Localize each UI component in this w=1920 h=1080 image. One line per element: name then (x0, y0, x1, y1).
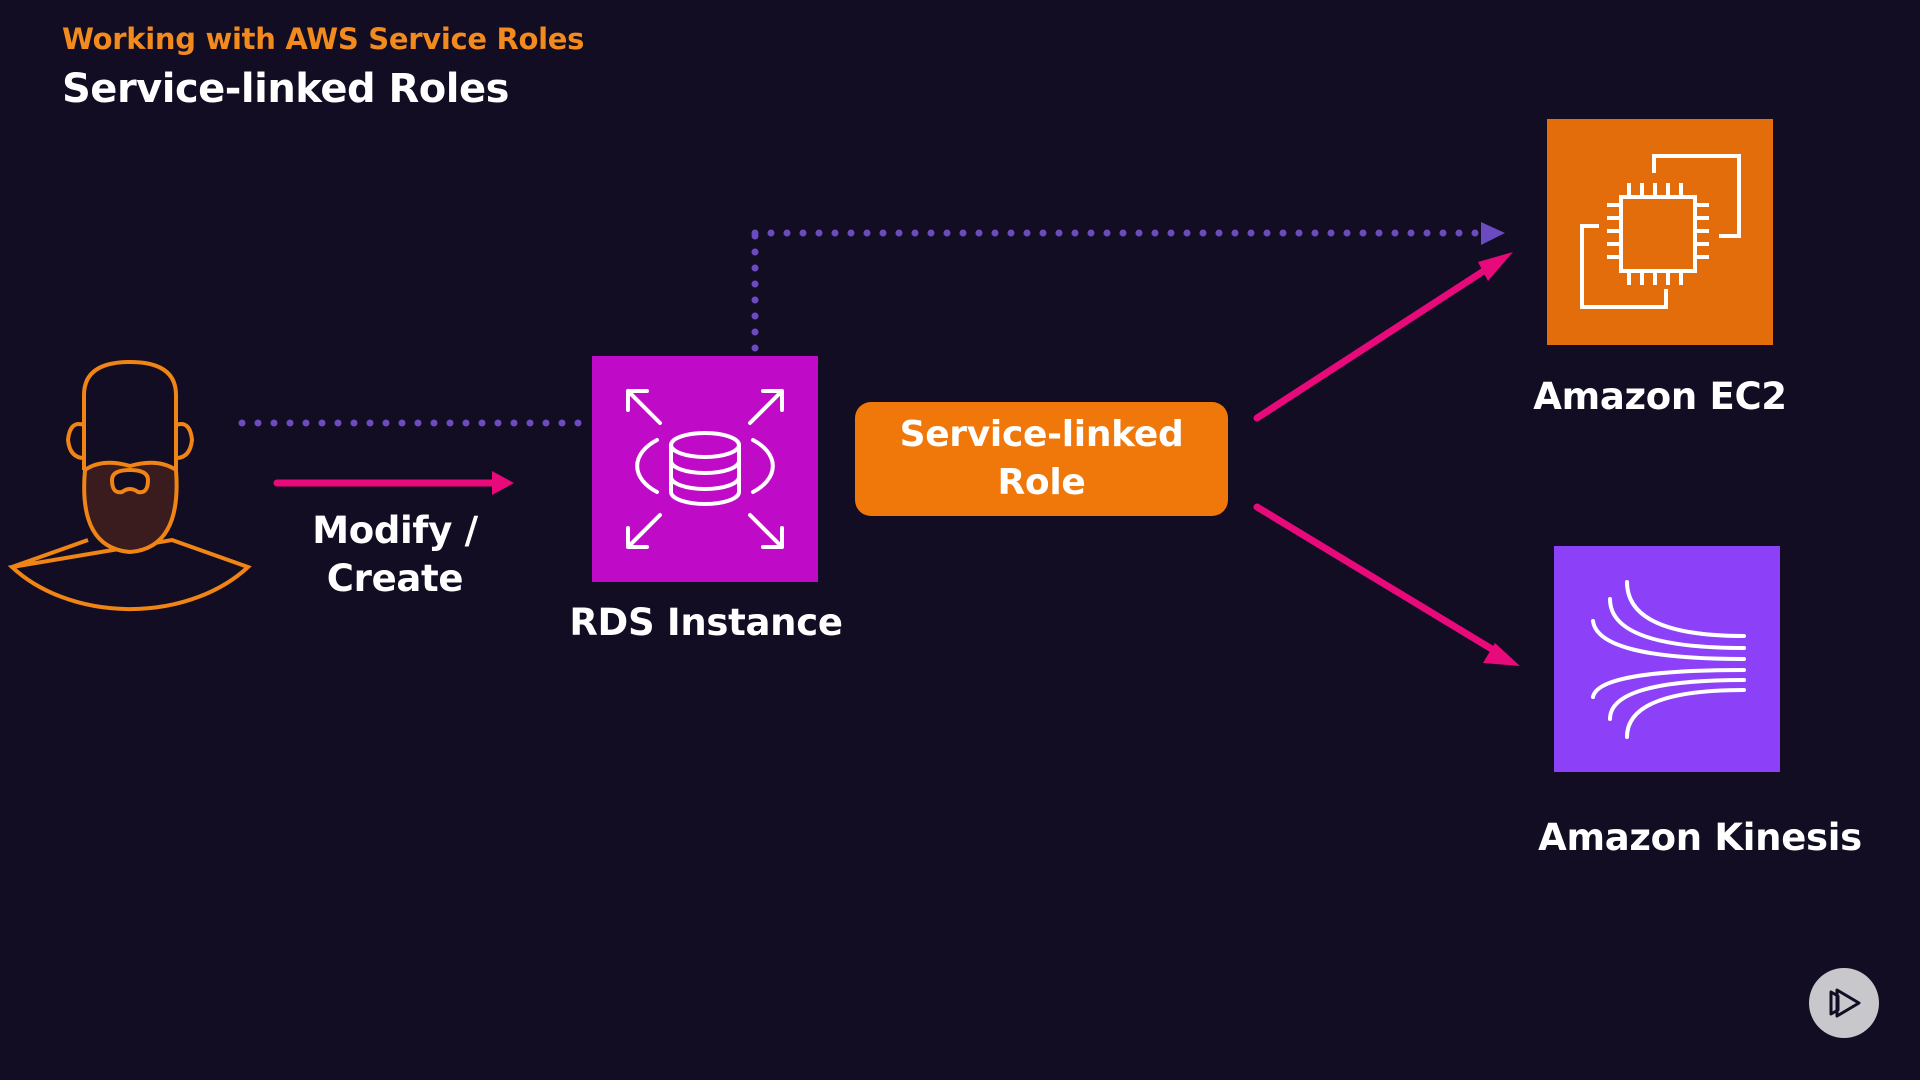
section-kicker: Working with AWS Service Roles (62, 22, 585, 56)
amazon-ec2-label: Amazon EC2 (1533, 375, 1787, 418)
arrow-user-to-rds (273, 471, 514, 495)
rds-database-icon (626, 389, 784, 549)
action-label: Modify / Create (295, 507, 495, 603)
amazon-kinesis-label: Amazon Kinesis (1538, 816, 1862, 859)
player-button[interactable] (1809, 968, 1879, 1038)
ec2-chip-icon (1580, 154, 1741, 309)
rds-instance-node[interactable] (592, 356, 818, 582)
arrow-role-to-ec2 (1253, 252, 1513, 422)
kinesis-streams-icon (1591, 580, 1746, 739)
role-label-line2: Role (997, 462, 1086, 503)
dotted-connector-rds-ec2 (751, 222, 1505, 352)
bearded-user-icon (7, 359, 252, 612)
role-label-line1: Service-linked (899, 414, 1184, 455)
slide-title: Service-linked Roles (62, 66, 509, 112)
rds-instance-label: RDS Instance (569, 601, 843, 644)
amazon-ec2-node[interactable] (1547, 119, 1773, 345)
action-label-line1: Modify / (312, 509, 478, 552)
arrow-role-to-kinesis (1253, 503, 1520, 666)
action-label-line2: Create (326, 557, 464, 600)
pluralsight-play-icon (1829, 988, 1861, 1018)
service-linked-role-box[interactable]: Service-linked Role (855, 402, 1228, 516)
amazon-kinesis-node[interactable] (1554, 546, 1780, 772)
